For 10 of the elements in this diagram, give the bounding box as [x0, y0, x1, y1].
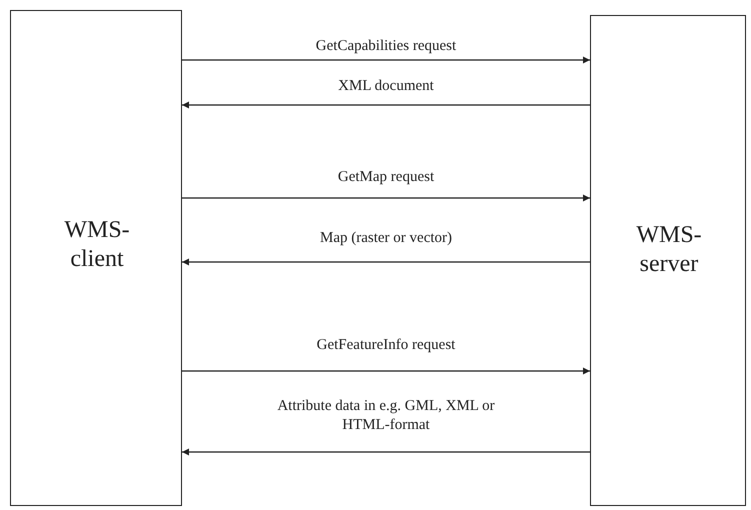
entity-label: WMS- server [635, 221, 703, 279]
entity-box [10, 10, 182, 506]
arrow [182, 102, 590, 108]
entity-label: WMS- client [63, 216, 131, 274]
arrow [182, 56, 590, 64]
arrow [182, 448, 590, 456]
arrow [182, 194, 590, 202]
arrow [182, 368, 590, 374]
entity-box [590, 15, 746, 506]
arrow [182, 258, 590, 266]
